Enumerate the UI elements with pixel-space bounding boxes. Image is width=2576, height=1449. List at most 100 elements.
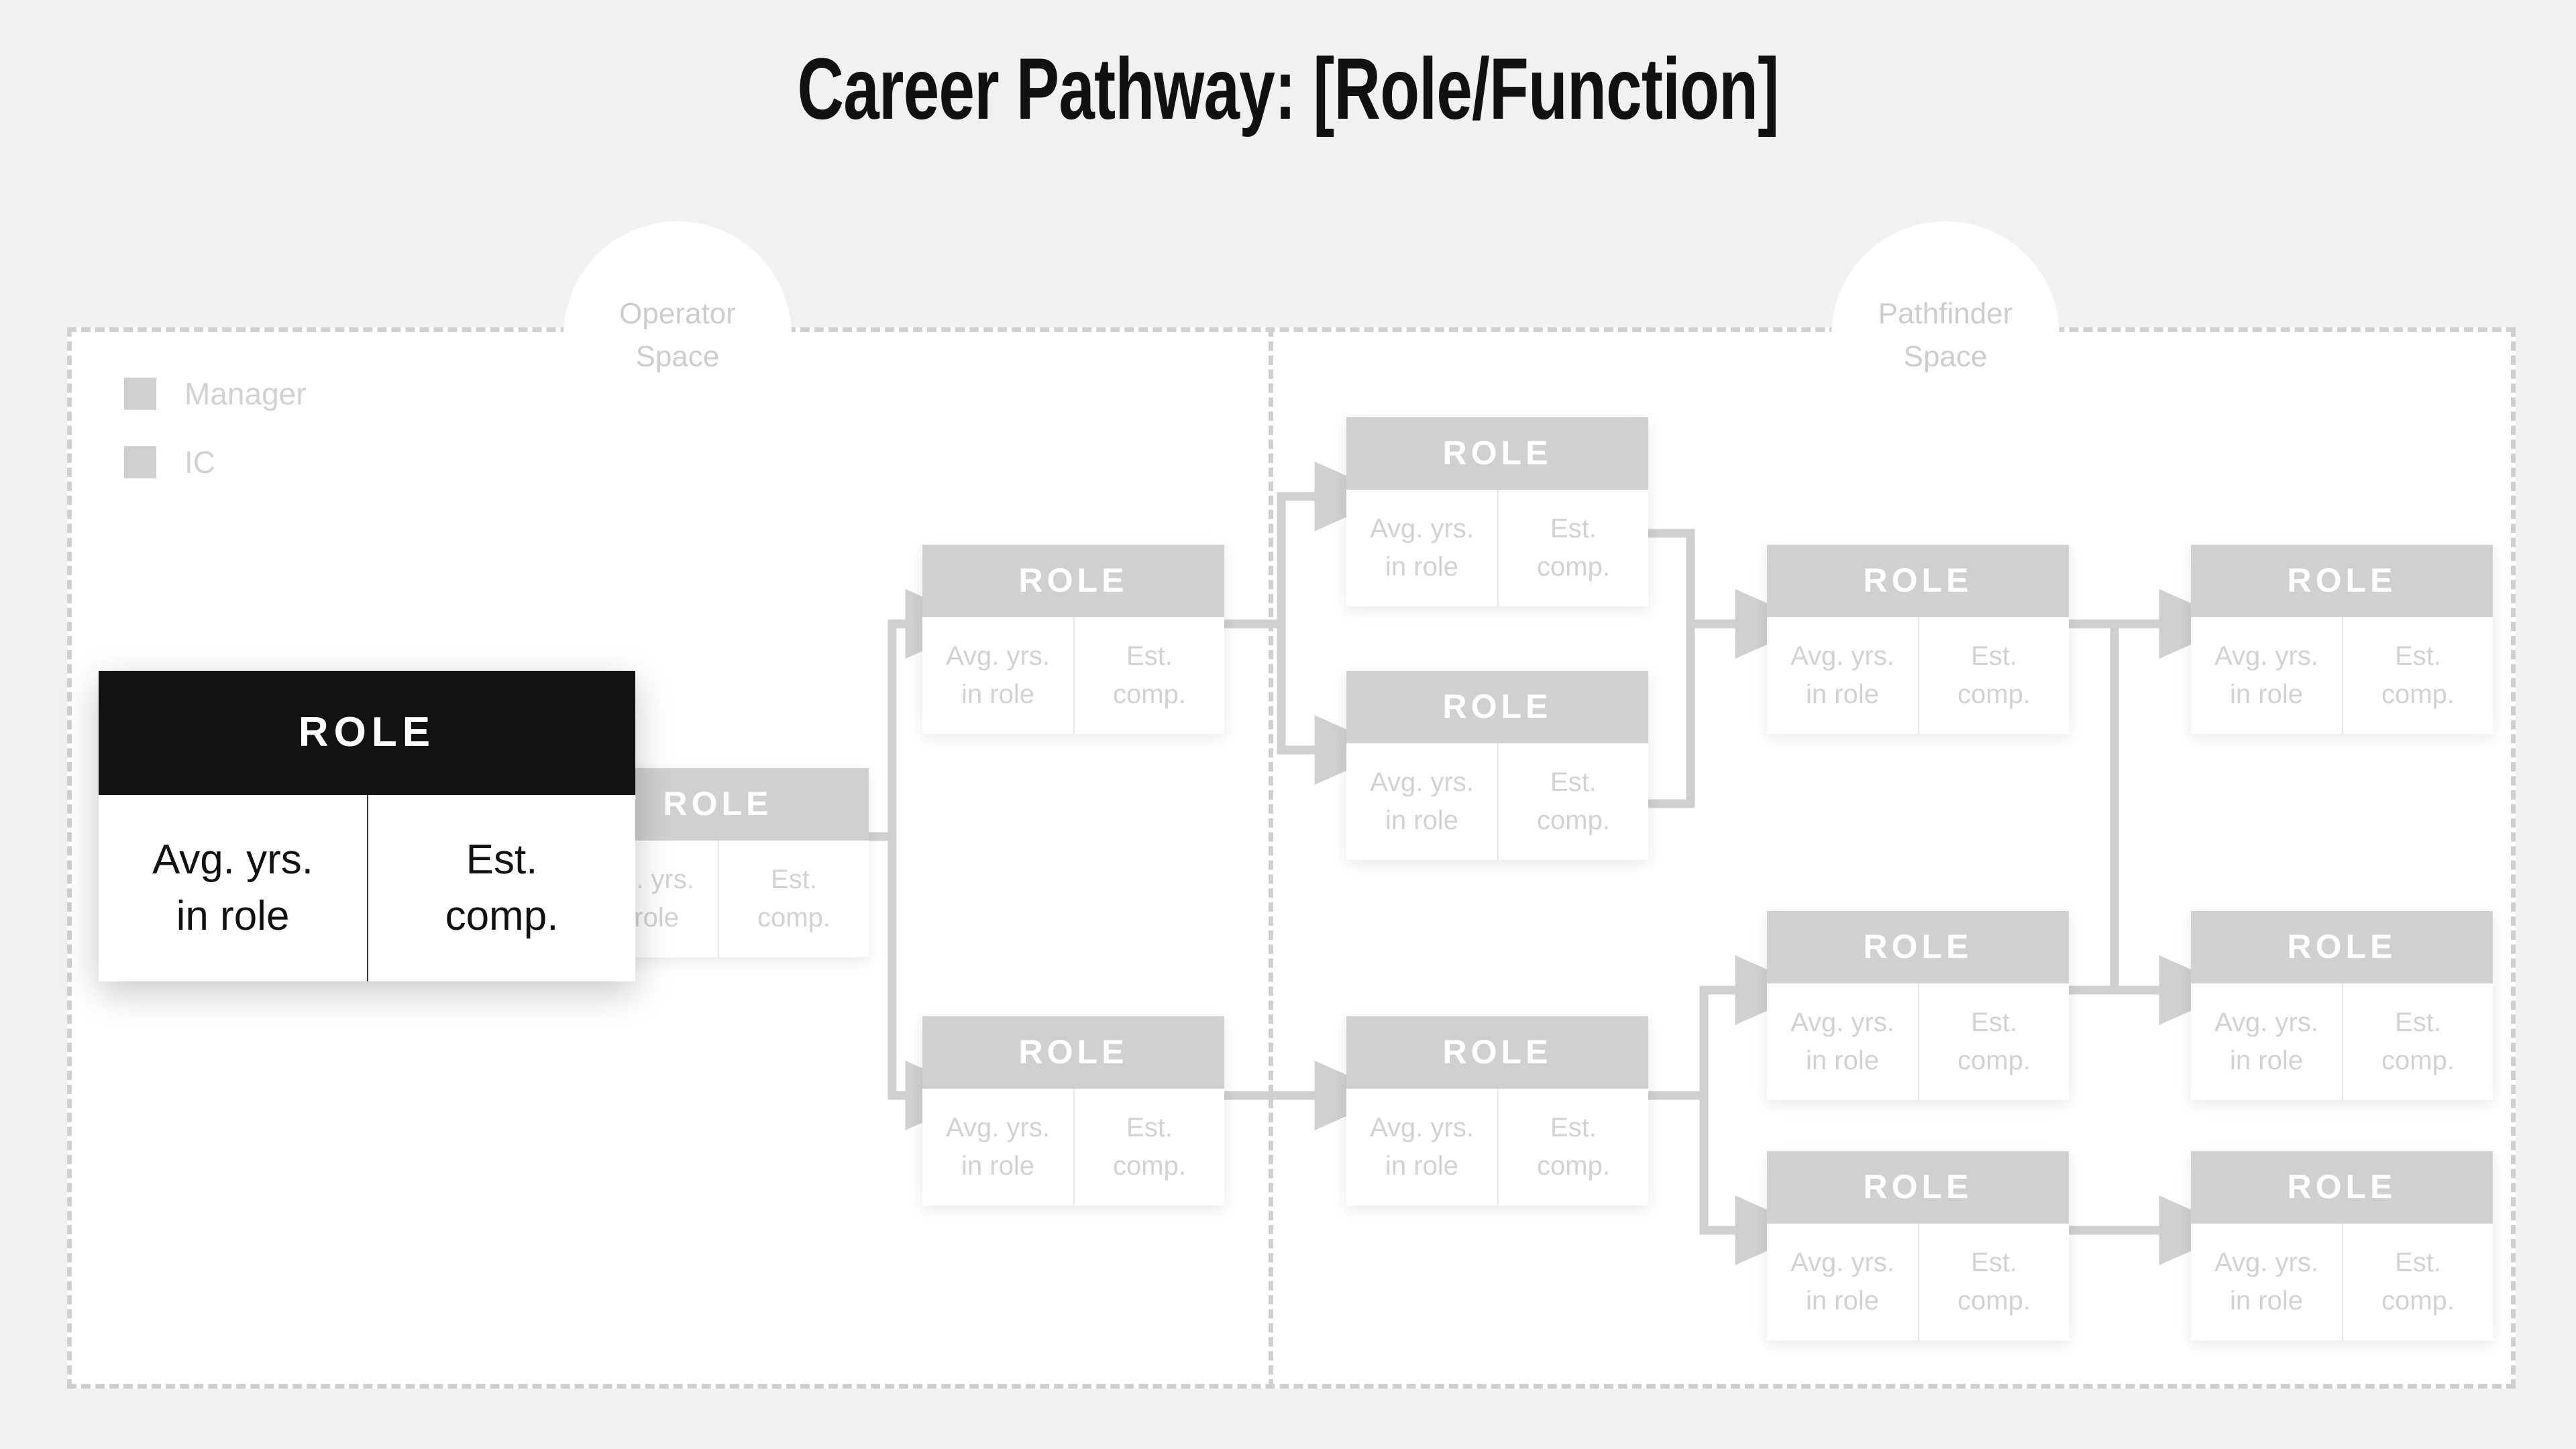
role-card-cell-comp: Est.comp. <box>2342 1224 2493 1340</box>
metric-years-line1: Avg. yrs. <box>2214 1248 2318 1278</box>
metric-comp-line2: comp. <box>1957 680 2031 709</box>
metric-comp-line2: comp. <box>2381 1286 2455 1316</box>
role-card-header: ROLE <box>99 671 635 795</box>
space-badge-operator: Operator Space <box>564 221 792 449</box>
metric-years-line1: Avg. yrs. <box>1370 1113 1474 1143</box>
role-card-cell-comp: Est. comp. <box>367 795 635 981</box>
metric-comp-line1: Est. <box>1971 1008 2017 1038</box>
role-card-header: ROLE <box>2191 911 2493 983</box>
metric-years-line2: in role <box>961 1151 1034 1181</box>
role-card-header: ROLE <box>1346 1016 1648 1089</box>
role-card-body: Avg. yrs. in role Est.comp. <box>922 617 1224 734</box>
metric-comp-line1: Est. <box>2395 1008 2441 1038</box>
metric-years-line1: Avg. yrs. <box>1790 1008 1894 1038</box>
role-card-cell-years: Avg. yrs.in role <box>2191 983 2342 1100</box>
role-card-header: ROLE <box>922 545 1224 617</box>
metric-comp-line1: Est. <box>1550 514 1597 544</box>
metric-comp-line2: comp. <box>2381 1046 2455 1075</box>
role-card-cell-comp: Est. comp. <box>2342 617 2493 734</box>
legend-item-manager: Manager <box>124 376 307 412</box>
space-badge-line1: Pathfinder <box>1878 297 2013 331</box>
role-card-cell-comp: Est.comp. <box>1497 490 1648 606</box>
legend-label-ic: IC <box>184 445 215 480</box>
role-card[interactable]: ROLE Avg. yrs. in role Est. comp. <box>2191 545 2493 734</box>
space-badge-line2: Space <box>1903 340 1988 373</box>
metric-years-line2: in role <box>176 893 290 939</box>
role-card-cell-comp: Est.comp. <box>1073 617 1224 734</box>
role-card-cell-years: Avg. yrs. in role <box>99 795 367 981</box>
role-card-cell-years: Avg. yrs. in role <box>922 1089 1073 1205</box>
role-card-body: Avg. yrs. in role Est. comp. <box>99 795 635 981</box>
role-card[interactable]: ROLE Avg. yrs. in role Est.comp. <box>922 545 1224 734</box>
space-divider <box>1269 327 1273 1389</box>
role-card-header: ROLE <box>2191 1151 2493 1224</box>
metric-comp-line1: Est. <box>771 865 817 895</box>
metric-years-line1: Avg. yrs. <box>946 1113 1050 1143</box>
metric-comp-line2: comp. <box>1537 806 1610 835</box>
role-card-header: ROLE <box>1767 545 2069 617</box>
metric-years-line2: in role <box>1385 806 1458 835</box>
role-card-header: ROLE <box>1767 911 2069 983</box>
role-card[interactable]: ROLE Avg. yrs. in role Est.comp. <box>922 1016 1224 1205</box>
role-card-body: Avg. yrs. in role Est. comp. <box>2191 617 2493 734</box>
legend: Manager IC <box>124 376 307 513</box>
legend-label-manager: Manager <box>184 376 307 411</box>
metric-comp-line2: comp. <box>2381 680 2455 709</box>
space-badge-line1: Operator <box>619 297 736 331</box>
role-card-cell-comp: Est.comp. <box>1073 1089 1224 1205</box>
legend-swatch-ic <box>124 446 156 478</box>
metric-comp-line2: comp. <box>1957 1046 2031 1075</box>
role-card-cell-comp: Est. comp. <box>1497 743 1648 860</box>
metric-years-line1: Avg. yrs. <box>2214 641 2318 672</box>
role-card-cell-years: Avg. yrs. in role <box>922 617 1073 734</box>
metric-comp-line2: comp. <box>757 903 830 932</box>
role-card-cell-years: Avg. yrs.in role <box>1767 617 1918 734</box>
role-card-cell-years: Avg. yrs.in role <box>1346 490 1497 606</box>
role-card-header: ROLE <box>2191 545 2493 617</box>
role-card-header: ROLE <box>1767 1151 2069 1224</box>
metric-years-line2: in role <box>1806 680 1879 709</box>
metric-years-line2: in role <box>961 680 1034 709</box>
metric-years-line1: Avg. yrs. <box>1370 514 1474 544</box>
legend-swatch-manager <box>124 378 156 410</box>
metric-comp-line1: Est. <box>466 837 538 883</box>
role-card-header: ROLE <box>922 1016 1224 1089</box>
metric-years-line2: in role <box>1385 1151 1458 1181</box>
role-card-header: ROLE <box>1346 417 1648 490</box>
metric-years-line1: Avg. yrs. <box>1790 1248 1894 1278</box>
role-card-body: Avg. yrs.in role Est. comp. <box>2191 983 2493 1100</box>
metric-comp-line1: Est. <box>1971 1248 2017 1278</box>
page-title: Career Pathway: [Role/Function] <box>797 40 1779 138</box>
role-card-cell-comp: Est. comp. <box>1918 1224 2069 1340</box>
role-card-cell-comp: Est.comp. <box>1918 617 2069 734</box>
role-card-cell-years: Avg. yrs.in role <box>1767 983 1918 1100</box>
metric-years-line1: Avg. yrs. <box>152 837 314 883</box>
role-card-focused[interactable]: ROLE Avg. yrs. in role Est. comp. <box>99 671 635 981</box>
role-card-header: ROLE <box>1346 671 1648 743</box>
role-card-cell-comp: Est. comp. <box>1918 983 2069 1100</box>
metric-comp-line2: comp. <box>1957 1286 2031 1316</box>
role-card-body: Avg. yrs.in role Est. comp. <box>1767 1224 2069 1340</box>
metric-years-line2: in role <box>2230 680 2303 709</box>
role-card-cell-years: Avg. yrs.in role <box>1767 1224 1918 1340</box>
metric-years-line1: Avg. yrs. <box>946 641 1050 672</box>
metric-comp-line2: comp. <box>1113 680 1186 709</box>
metric-comp-line1: Est. <box>1550 767 1597 798</box>
legend-item-ic: IC <box>124 444 307 480</box>
role-card-cell-comp: Est. comp. <box>718 841 869 957</box>
metric-comp-line2: comp. <box>445 893 559 939</box>
metric-comp-line1: Est. <box>2395 641 2441 672</box>
